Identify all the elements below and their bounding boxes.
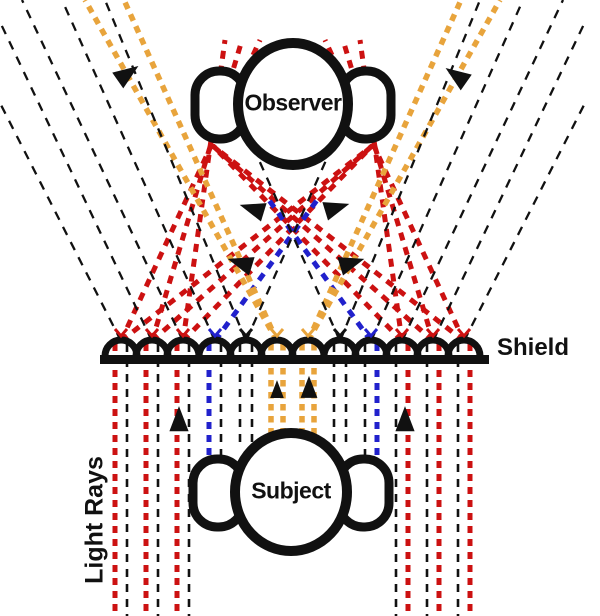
shield-bump bbox=[195, 336, 235, 357]
light-ray bbox=[60, 0, 217, 342]
ray-chevron bbox=[113, 328, 129, 339]
shield-label: Shield bbox=[497, 334, 570, 361]
arrowhead-icon bbox=[112, 66, 139, 89]
arrowhead-icon bbox=[395, 406, 415, 432]
shield-bump bbox=[382, 336, 422, 357]
light-ray bbox=[150, 144, 374, 343]
ray-chevron bbox=[456, 328, 472, 339]
arrowhead-icon bbox=[445, 68, 472, 91]
ray-chevron bbox=[300, 328, 316, 339]
arrowhead-icon bbox=[337, 257, 365, 276]
shield-bump bbox=[320, 336, 360, 357]
arrowhead-icon bbox=[270, 380, 284, 398]
arrowhead-icon bbox=[227, 257, 255, 276]
light-ray bbox=[400, 0, 565, 342]
arrowhead-icon bbox=[322, 202, 350, 221]
shield-bump bbox=[257, 336, 297, 357]
ray-chevron bbox=[425, 328, 441, 339]
ray-chevron bbox=[238, 328, 254, 339]
light-ray bbox=[357, 39, 405, 342]
ray-chevron bbox=[269, 328, 285, 339]
light-ray bbox=[0, 102, 123, 342]
arrowhead-icon bbox=[300, 375, 318, 398]
subject-head bbox=[230, 428, 352, 556]
shield-bump bbox=[413, 336, 453, 357]
light-ray bbox=[462, 102, 587, 342]
light-ray bbox=[20, 0, 185, 342]
light-ray bbox=[181, 144, 374, 343]
arrowhead-icon bbox=[169, 406, 189, 432]
arrowhead-icon bbox=[239, 203, 267, 222]
shield-bump bbox=[226, 336, 266, 357]
light-ray bbox=[211, 144, 404, 343]
shield-bump bbox=[101, 336, 141, 357]
light-ray bbox=[119, 144, 374, 343]
ray-chevron bbox=[207, 328, 223, 339]
light-ray bbox=[244, 139, 337, 342]
shield-bump bbox=[444, 336, 484, 357]
light-ray bbox=[121, 0, 280, 343]
light-ray bbox=[248, 139, 342, 342]
light-ray bbox=[0, 21, 154, 342]
shield-bump bbox=[132, 336, 172, 357]
light-ray bbox=[82, 0, 280, 343]
shield-bump bbox=[163, 336, 203, 357]
light-ray bbox=[211, 144, 466, 343]
light-ray bbox=[263, 194, 374, 343]
light-ray bbox=[103, 0, 248, 342]
ray-chevron bbox=[394, 328, 410, 339]
shield-bump bbox=[351, 336, 391, 357]
observer-label: Observer bbox=[244, 89, 342, 116]
light-ray bbox=[305, 0, 503, 343]
ray-chevron bbox=[332, 328, 348, 339]
ray-chevron bbox=[144, 328, 160, 339]
light-ray bbox=[338, 0, 482, 342]
light-rays-label: Light Rays bbox=[80, 456, 109, 584]
light-ray bbox=[180, 39, 228, 342]
ray-chevron bbox=[363, 328, 379, 339]
light-ray bbox=[305, 0, 464, 343]
subject-label: Subject bbox=[251, 477, 331, 504]
shield-bar bbox=[100, 355, 489, 364]
observer-head bbox=[233, 38, 353, 170]
light-ray bbox=[431, 21, 587, 342]
shield-bump bbox=[288, 336, 328, 357]
ray-chevron bbox=[175, 328, 191, 339]
light-ray bbox=[369, 0, 525, 342]
